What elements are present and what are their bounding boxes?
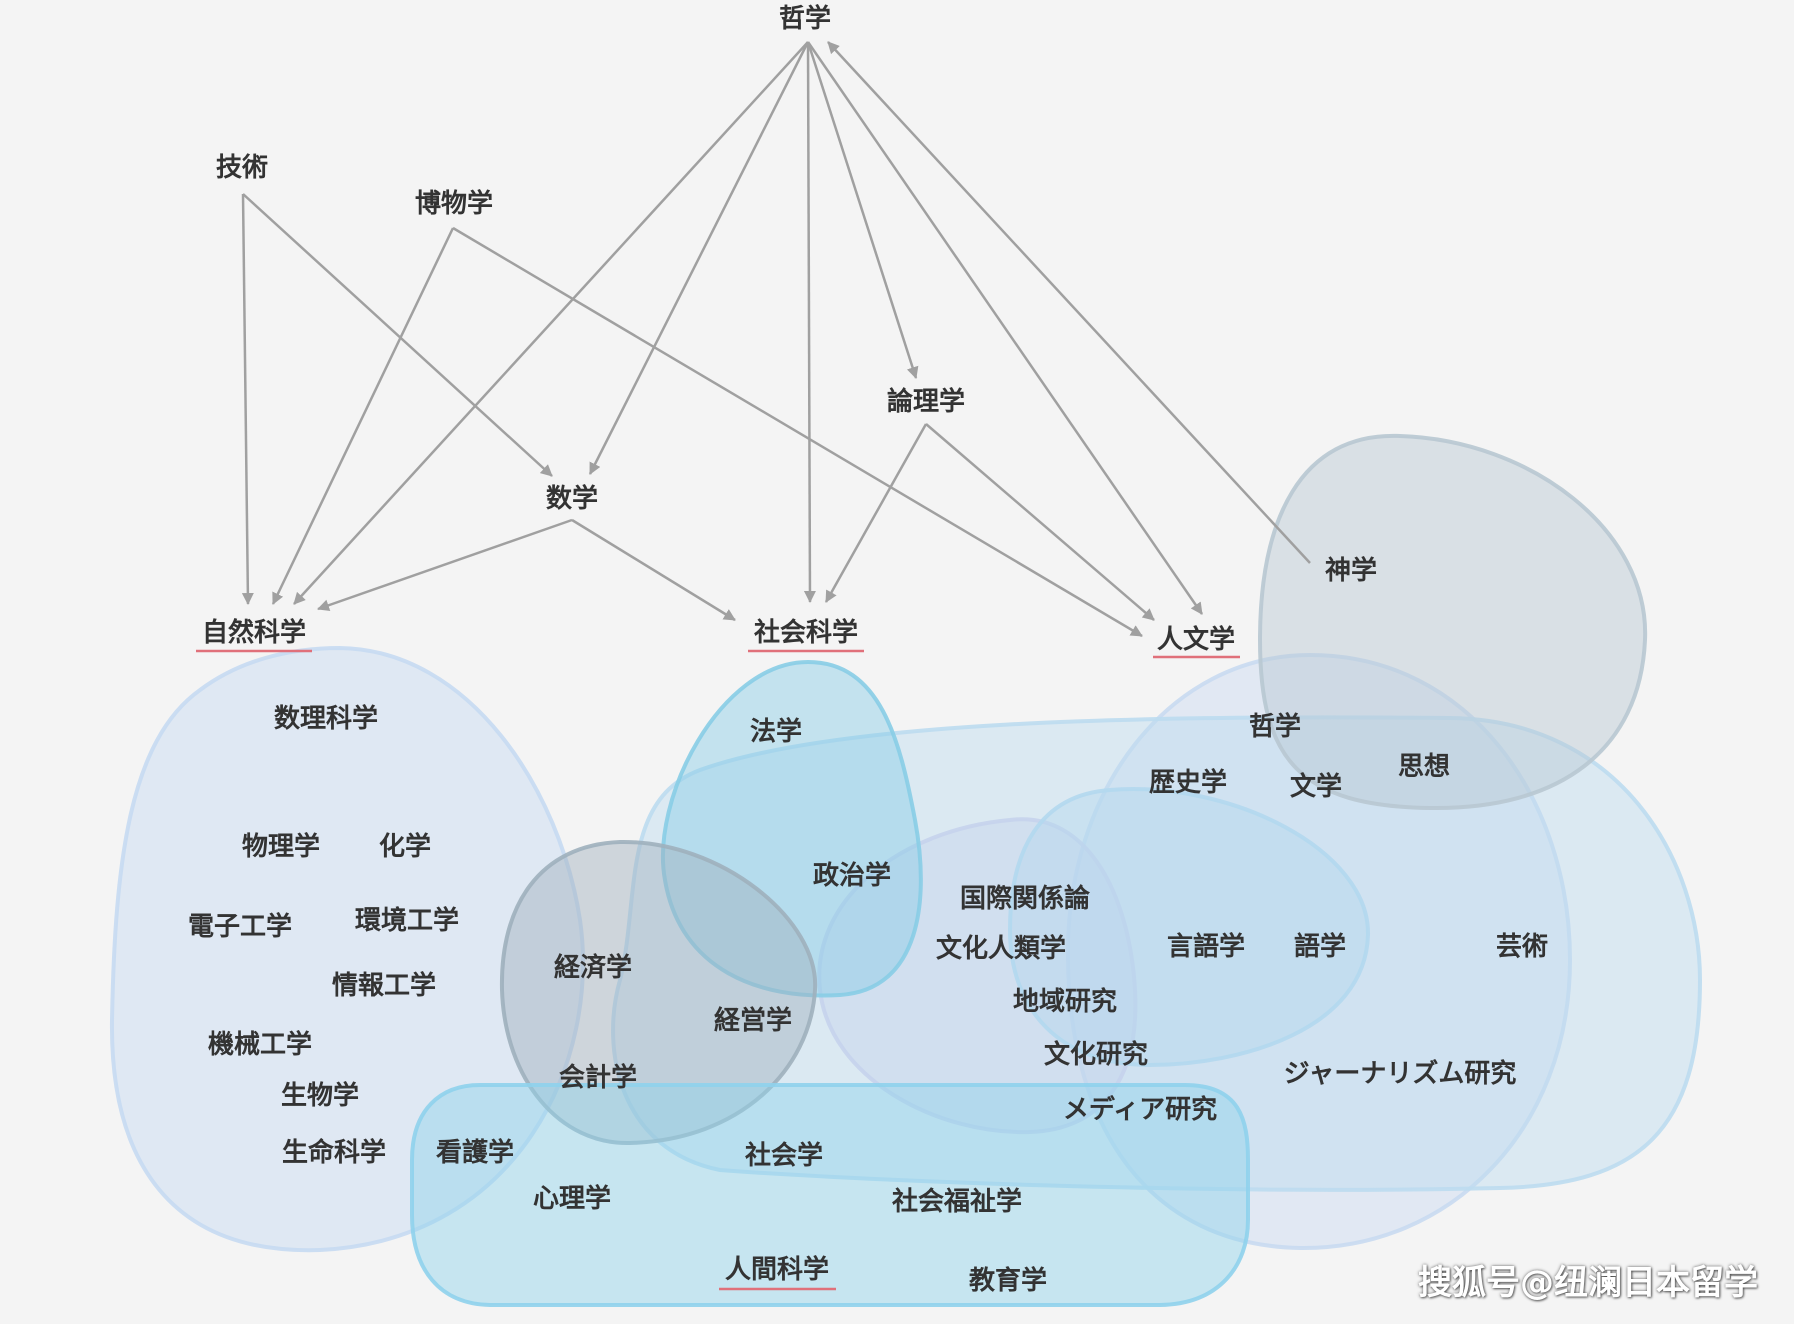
label-journalism-kenkyuu: ジャーナリズム研究 [1284,1058,1517,1089]
label-suuri-kagaku: 数理科学 [274,703,378,734]
label-tetsugaku-inner: 哲学 [1249,711,1301,742]
label-shakaigaku: 社会学 [745,1140,823,1171]
label-geijutsu: 芸術 [1496,932,1548,962]
arrow-tetsugaku-to-ronrigaku [806,41,919,379]
label-gogaku: 語学 [1294,931,1346,962]
label-shingaku: 神学 [1325,555,1377,586]
arrow-gijutsu-to-suugaku [242,193,553,477]
arrow-ronrigaku-to-shakai-kagaku [824,423,928,603]
label-bungaku: 文学 [1290,771,1342,802]
arrow-suugaku-to-shizen-kagaku [317,518,573,612]
label-shakai-fukushigaku: 社会福祉学 [892,1186,1022,1217]
region-economics [499,839,818,1146]
label-media-kenkyuu: メディア研究 [1063,1094,1217,1125]
region-natural-sciences [109,645,585,1253]
label-shakai-kagaku: 社会科学 [754,617,858,648]
label-suugaku: 数学 [546,483,598,514]
label-kyouikugaku: 教育学 [969,1265,1047,1296]
label-seijigaku: 政治学 [813,860,891,891]
label-seimei-kagaku: 生命科学 [282,1137,386,1168]
label-rekishigaku: 歴史学 [1149,767,1227,798]
label-kangogaku: 看護学 [436,1137,514,1168]
label-kokusai-kankeiron: 国際関係論 [960,883,1091,914]
arrow-tetsugaku-to-jinbungaku [806,41,1204,615]
label-keieigaku: 経営学 [714,1005,792,1036]
label-ningen-kagaku: 人間科学 [725,1254,829,1285]
regions [109,433,1703,1307]
label-shizen-kagaku: 自然科学 [202,617,306,648]
label-kikai-kougaku: 機械工学 [208,1029,312,1060]
arrow-tetsugaku-to-shizen-kagaku [293,41,809,605]
region-international [817,817,1138,1135]
arrow-hakubutsugaku-to-jinbungaku [452,226,1143,638]
label-keizaigaku: 経済学 [554,952,632,983]
label-jinbungaku: 人文学 [1157,624,1235,655]
arrow-gijutsu-to-shizen-kagaku [241,193,254,605]
region-language [1007,787,1371,1068]
label-bunka-jinruigaku: 文化人類学 [936,933,1066,964]
label-shinrigaku: 心理学 [533,1183,611,1214]
label-tetsugaku-top: 哲学 [779,3,831,34]
label-gijutsu: 技術 [216,153,268,183]
label-hougaku: 法学 [750,716,802,747]
label-butsurigaku: 物理学 [242,831,320,862]
label-kagaku: 化学 [379,831,431,862]
label-denshi-kougaku: 電子工学 [188,911,292,942]
label-kaikeigaku: 会計学 [559,1062,637,1093]
label-jouhou-kougaku: 情報工学 [332,970,436,1001]
label-shisou: 思想 [1398,752,1450,782]
underlines [196,649,1240,1291]
arrow-tetsugaku-to-suugaku [588,41,810,475]
labels: 哲学 技術 博物学 論理学 数学 自然科学 社会科学 人文学 神学 数理科学 物… [188,3,1548,1296]
label-seibutsugaku: 生物学 [281,1080,359,1111]
arrow-hakubutsugaku-to-shizen-kagaku [271,227,455,605]
label-bunka-kenkyuu: 文化研究 [1044,1039,1148,1070]
region-theology [1257,433,1648,811]
label-ronrigaku: 論理学 [887,386,965,417]
label-chiiki-kenkyuu: 地域研究 [1013,986,1117,1017]
label-kankyou-kougaku: 環境工学 [355,905,459,936]
region-social-band [611,715,1703,1192]
arrow-suugaku-to-shakai-kagaku [571,518,736,622]
arrow-shingaku-to-tetsugaku [827,41,1311,564]
region-law-politics [661,659,923,998]
arrow-ronrigaku-to-jinbungaku [925,423,1155,621]
arrow-tetsugaku-to-shakai-kagaku [803,41,816,603]
arrows [241,41,1311,638]
label-gengogaku: 言語学 [1167,931,1245,962]
region-human-sciences [410,1083,1250,1307]
watermark: 搜狐号@纽澜日本留学 [1418,1263,1758,1303]
label-hakubutsugaku: 博物学 [415,188,493,219]
region-humanities [1065,652,1573,1251]
